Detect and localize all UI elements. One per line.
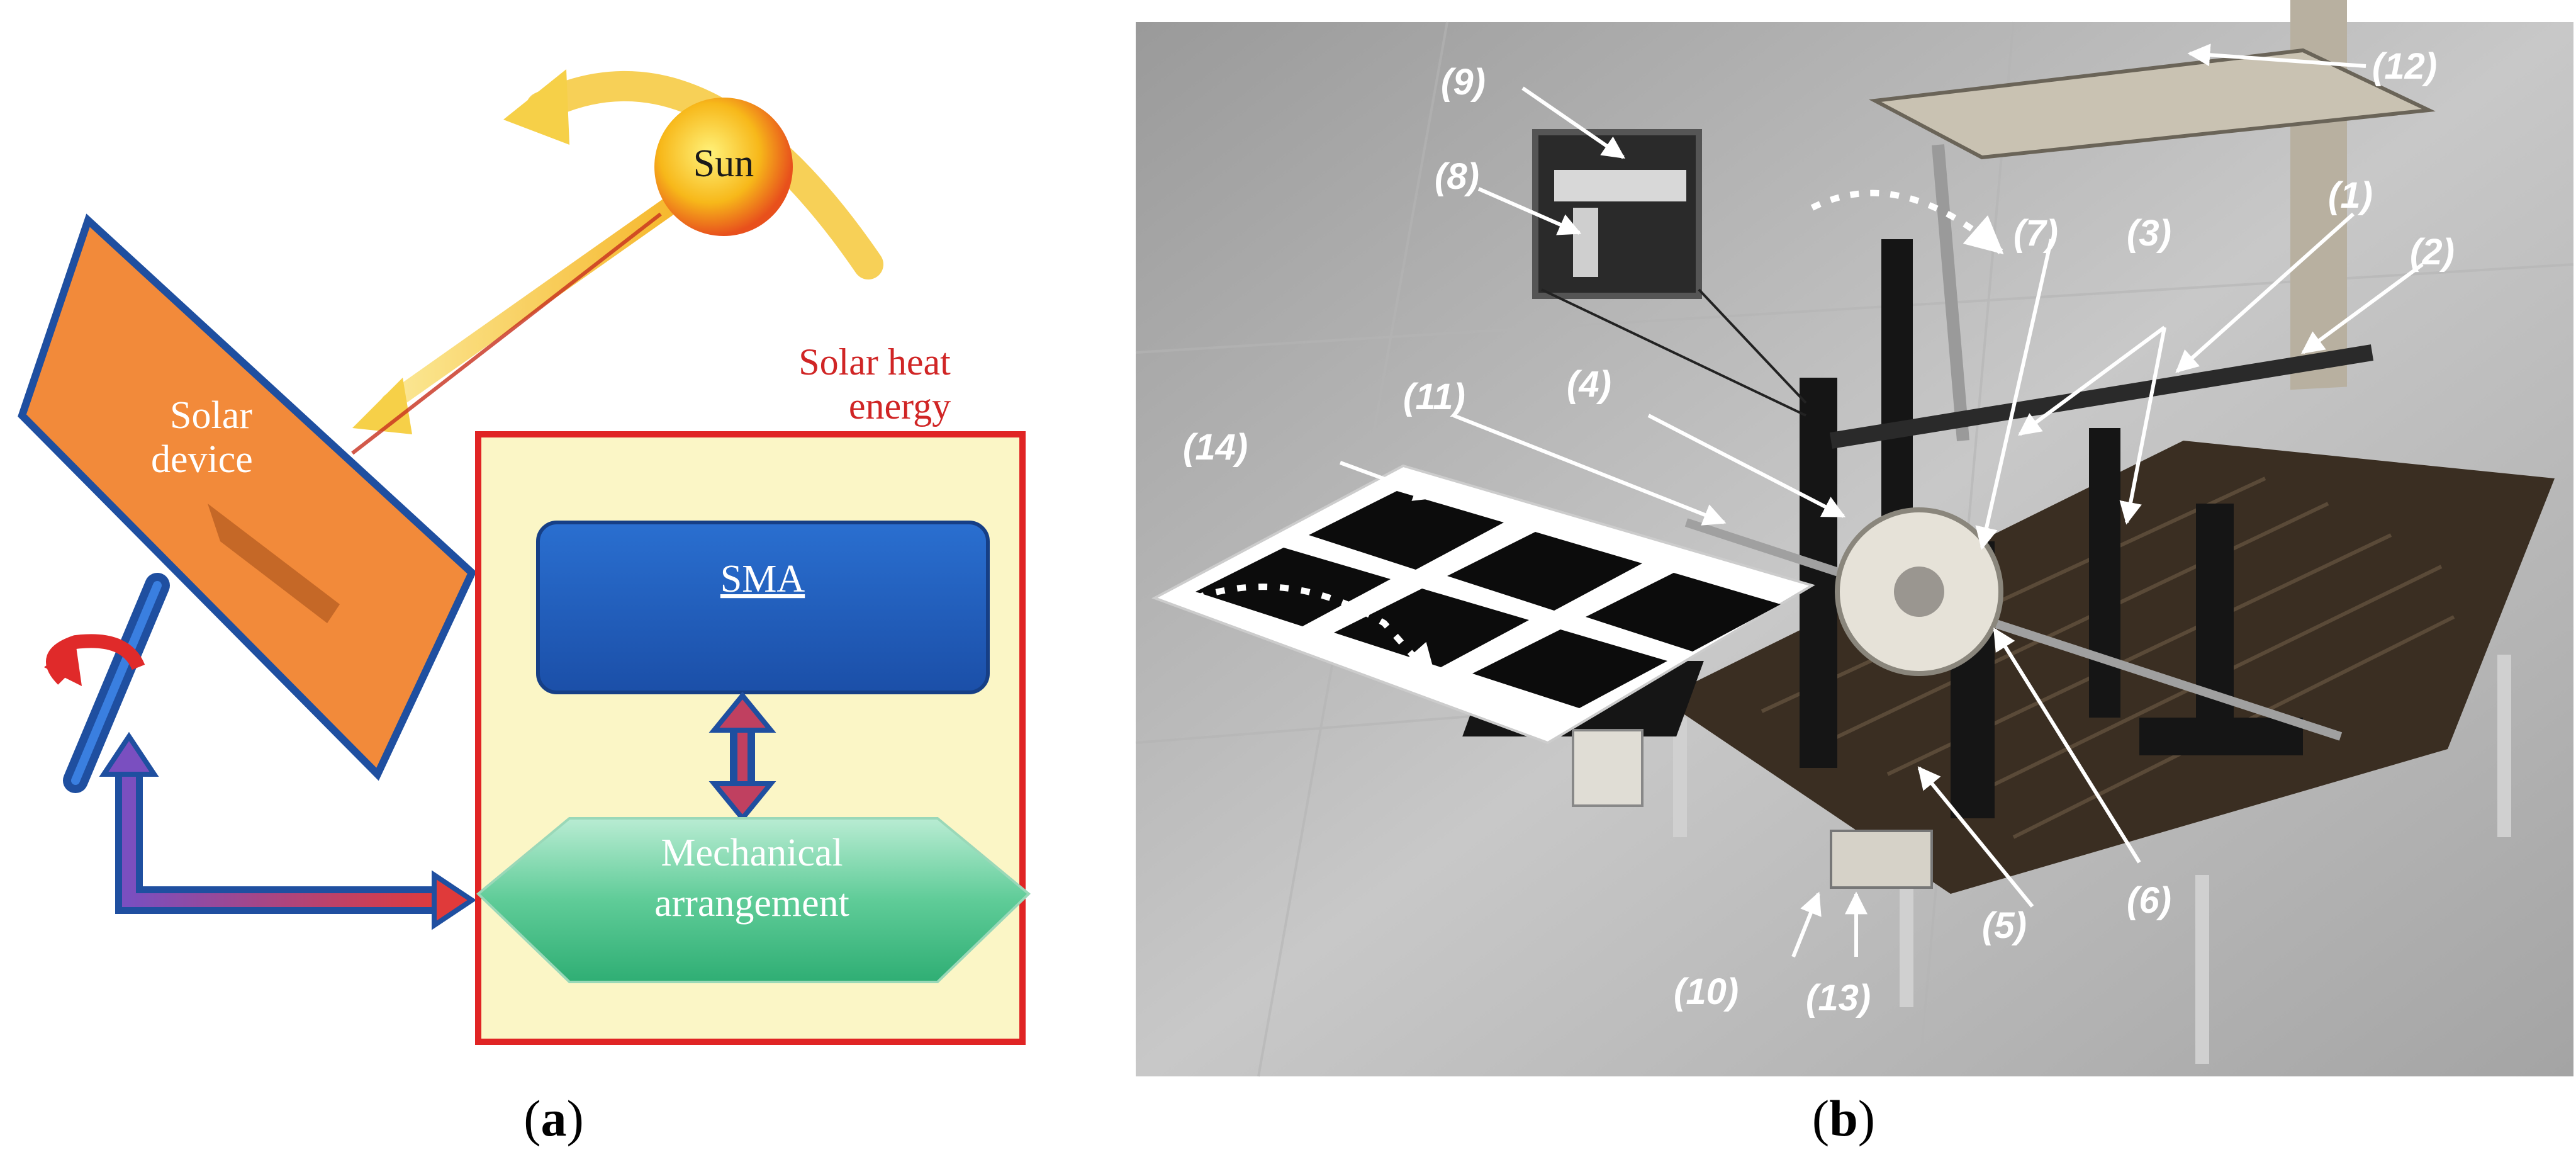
label-pointers (1339, 43, 2424, 958)
solar-device-mount (208, 504, 340, 623)
label-4: (4) (1567, 364, 1611, 405)
label-10: (10) (1674, 971, 1739, 1012)
gear-hub (1894, 567, 1944, 617)
feedback-arrowhead-right (432, 870, 477, 930)
inset-pointer-2 (1541, 288, 1806, 417)
rotation-arrowhead (44, 642, 82, 686)
heat-label-2: energy (849, 385, 951, 427)
label-5: (5) (1982, 905, 2027, 946)
inset-photo (1532, 129, 1702, 299)
caption-a: (a) (524, 1090, 584, 1147)
ray-arrowhead-device (352, 378, 412, 434)
top-plate (1869, 48, 2436, 160)
sun-ray-to-device (381, 198, 676, 412)
label-3: (3) (2127, 213, 2171, 254)
mech-label-1: Mechanical (661, 832, 843, 874)
solar-device-label-1: Solar (170, 394, 252, 437)
label-7: (7) (2013, 213, 2058, 254)
label-1: (1) (2328, 175, 2373, 216)
feedback-arrow (115, 762, 440, 914)
panel-b: (1) (2) (3) (4) (5) (6) (7) (8) (9) (10)… (1135, 0, 2574, 1077)
inset-gear (1573, 208, 1598, 277)
feedback-arrowhead-up (99, 731, 159, 777)
label-9: (9) (1441, 62, 1486, 103)
switch-block (1830, 830, 1933, 889)
mech-label-2: arrangement (654, 882, 849, 925)
sma-label: SMA (720, 558, 805, 601)
link-arrowhead-up (708, 691, 776, 733)
sun-icon (654, 98, 793, 236)
caption-b: (b) (1812, 1090, 1876, 1147)
solar-device-label-2: device (151, 438, 253, 481)
solar-device-panel (18, 213, 477, 781)
label-12: (12) (2372, 46, 2437, 87)
label-2: (2) (2410, 232, 2455, 273)
link-arrowhead-down (708, 781, 776, 823)
label-13: (13) (1806, 978, 1871, 1018)
label-11: (11) (1403, 376, 1465, 417)
label-6: (6) (2127, 880, 2171, 921)
panel-dotted-arrow (1194, 584, 1437, 683)
heat-label-1: Solar heat (798, 341, 951, 383)
panel-a: Sun Solar device Solar heat energy SMA M… (18, 69, 1031, 1045)
solar-device-post-hl (71, 581, 162, 785)
label-8: (8) (1435, 156, 1479, 197)
upper-shaft (1829, 344, 2374, 449)
feedback-arrow-inner (122, 762, 440, 907)
mechanical-arrangement-block (476, 817, 1031, 983)
top-shaft (1932, 144, 1969, 441)
sun-ray-red (351, 212, 662, 455)
motor-block (1572, 729, 1644, 807)
sma-block (536, 521, 990, 694)
rotation-dotted-arrow (1810, 189, 2004, 254)
solar-cells (1196, 491, 1781, 708)
label-14: (14) (1183, 427, 1248, 468)
inset-shaft (1554, 170, 1686, 201)
sun-label: Sun (693, 142, 754, 185)
inset-pointer-1 (1698, 288, 1807, 404)
sun-arc-arrowhead (503, 69, 569, 145)
caption-b-letter: b (1829, 1090, 1858, 1147)
caption-a-letter: a (540, 1090, 567, 1147)
